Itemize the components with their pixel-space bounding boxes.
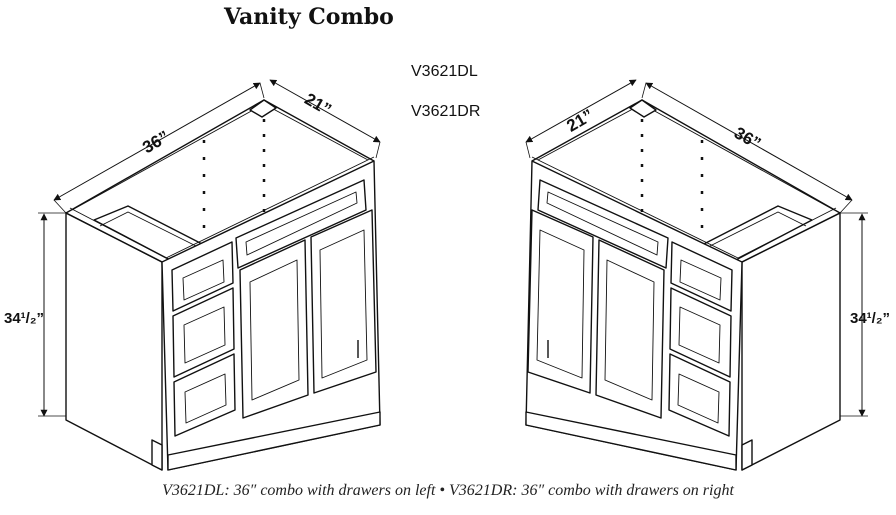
model-code-right: V3621DR <box>411 103 481 120</box>
right-cabinet-drawer-1 <box>670 241 733 312</box>
page-title: Vanity Combo <box>224 4 394 30</box>
right-cabinet <box>525 99 841 471</box>
left-depth-label: 21” <box>301 89 334 119</box>
left-cabinet-door-2 <box>310 209 377 394</box>
right-cabinet-side <box>741 212 841 471</box>
right-cabinet-door-1 <box>595 239 665 419</box>
caption: V3621DL: 36″ combo with drawers on left … <box>162 482 734 499</box>
right-cabinet-drawer-2 <box>669 287 732 378</box>
left-cabinet-drawer-2 <box>172 287 235 378</box>
left-height-label: 34¹/₂” <box>4 310 44 327</box>
left-cabinet <box>65 99 381 471</box>
right-width-label: 36” <box>731 123 764 153</box>
left-cabinet-drawer-1 <box>171 241 234 312</box>
right-cabinet-drawer-3 <box>668 353 731 437</box>
right-cabinet-door-2 <box>527 209 594 394</box>
left-cabinet-drawer-3 <box>173 353 236 437</box>
model-code-left: V3621DL <box>411 63 478 80</box>
left-cabinet-side <box>65 212 163 471</box>
left-width-label: 36” <box>139 127 172 157</box>
left-cabinet-door-1 <box>239 239 309 419</box>
right-height-label: 34¹/₂” <box>850 310 890 327</box>
